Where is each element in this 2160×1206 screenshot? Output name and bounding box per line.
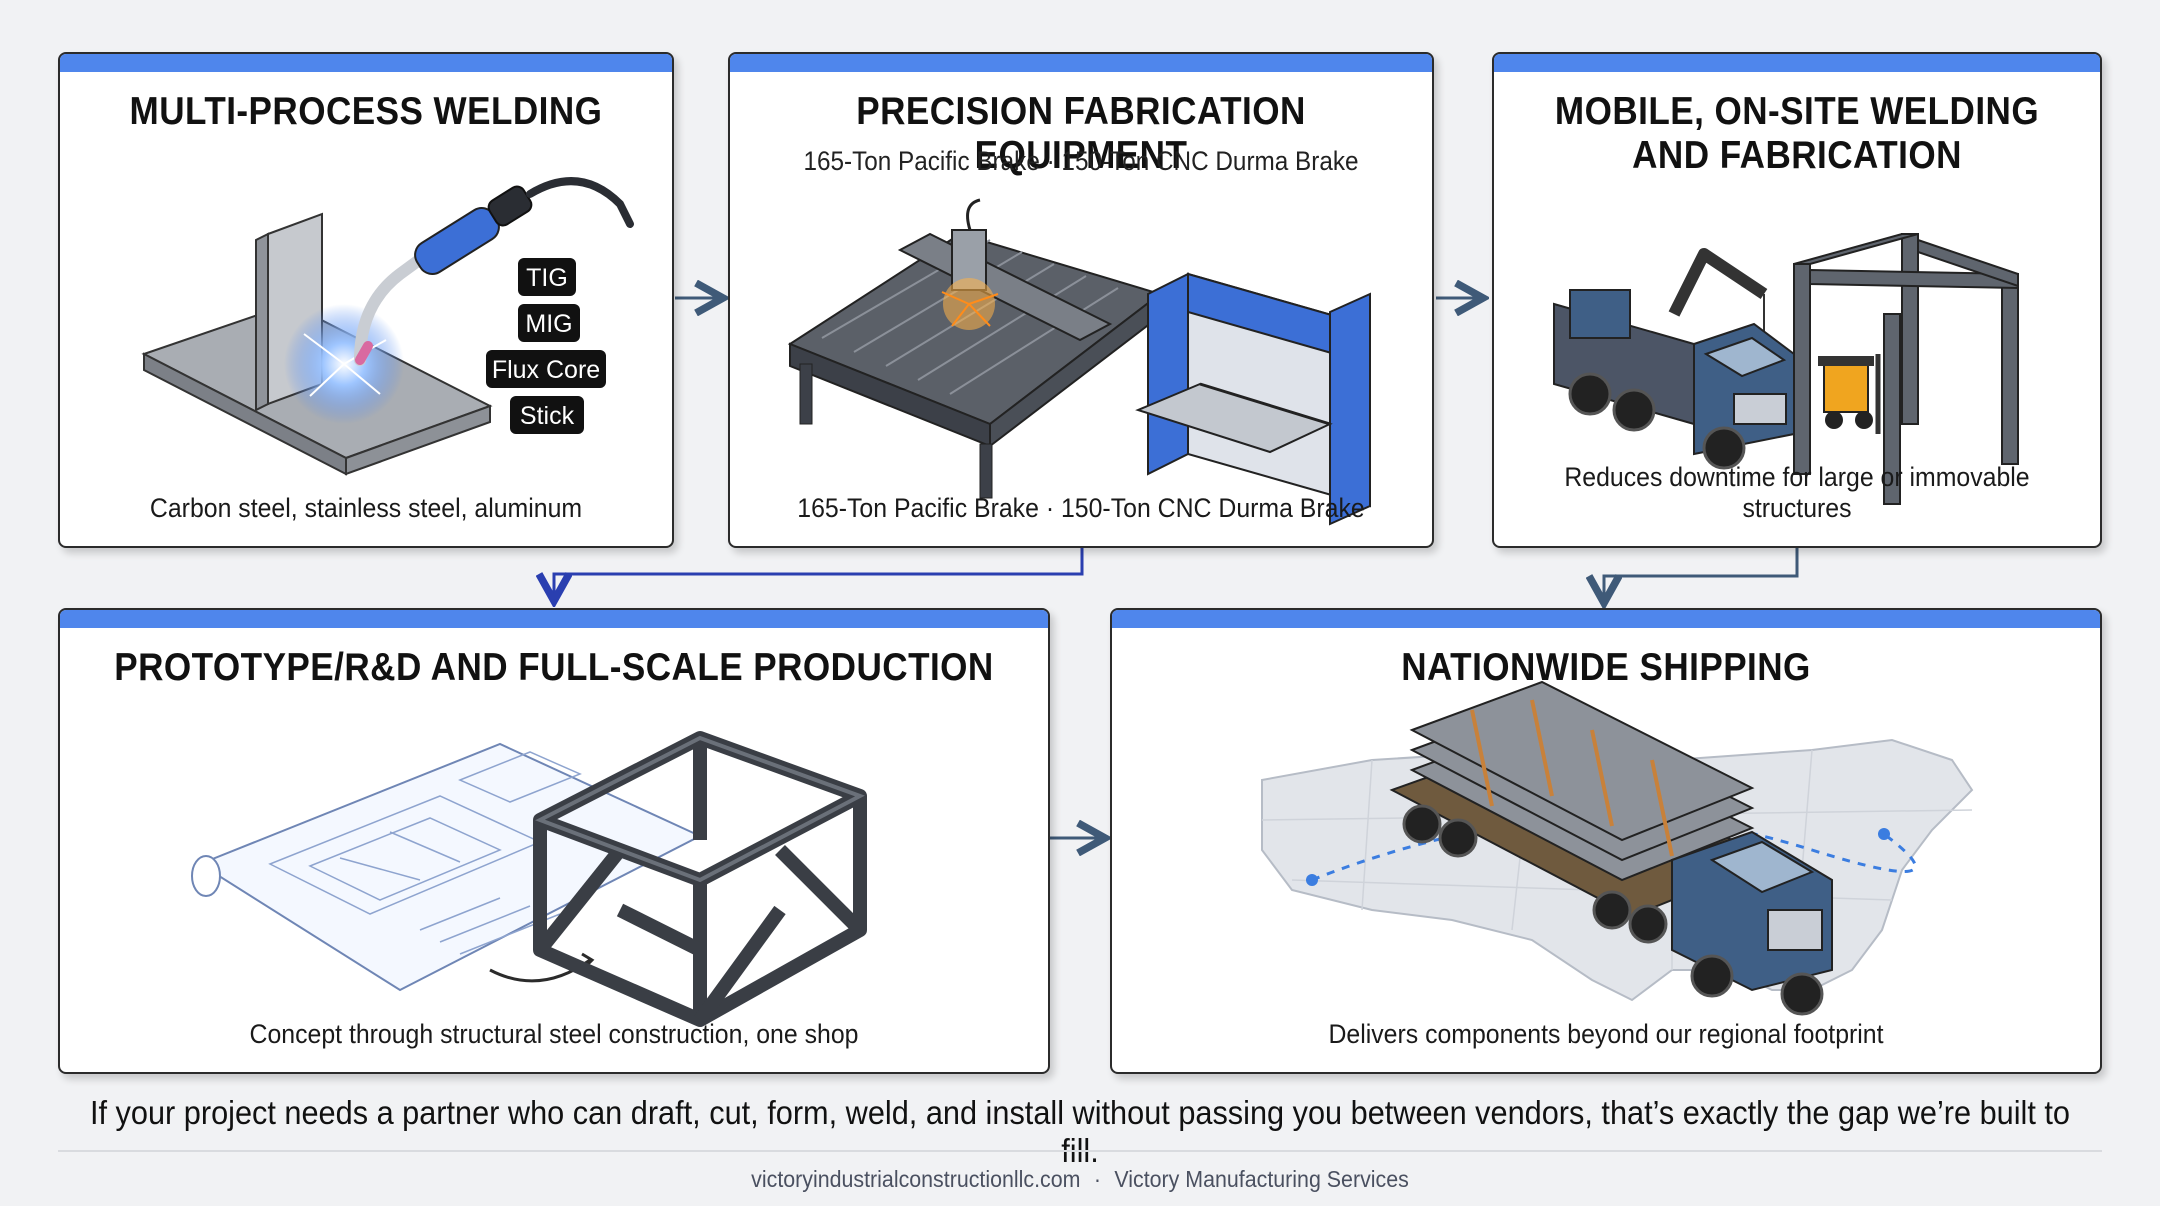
mobile-truck-illustration xyxy=(1553,233,2019,505)
arrow-card3-to-card5 xyxy=(1604,548,1799,600)
card-caption: 165-Ton Pacific Brake · 150-Ton CNC Durm… xyxy=(797,493,1365,523)
card-prototype-production: PROTOTYPE/R&D AND FULL-SCALE PRODUCTION xyxy=(58,608,1050,1074)
card-nationwide-shipping: NATIONWIDE SHIPPING xyxy=(1110,608,2102,1074)
welding-illustration: TIG MIG Flux Core Stick xyxy=(141,177,634,476)
card-accent-bar xyxy=(1112,610,2100,628)
svg-text:MIG: MIG xyxy=(525,310,572,338)
svg-text:Flux Core: Flux Core xyxy=(492,356,600,384)
card-accent-bar xyxy=(60,610,1048,628)
footer-website-link[interactable]: victoryindustrialconstructionllc.com xyxy=(751,1166,1081,1192)
process-tag-tig: TIG xyxy=(518,258,576,296)
card-caption: Reduces downtime for large or immovable … xyxy=(1564,462,2030,523)
card-subtitle: 165-Ton Pacific Brake · 150-Ton CNC Durm… xyxy=(803,146,1359,176)
process-tag-flux-core: Flux Core xyxy=(486,350,606,388)
footer-divider xyxy=(58,1150,2102,1152)
card-caption: Concept through structural steel constru… xyxy=(249,1019,859,1049)
footer-separator: · xyxy=(1093,1166,1101,1192)
blueprint-frame-illustration xyxy=(191,731,867,1027)
card-mobile-onsite-welding: MOBILE, ON-SITE WELDING AND FABRICATION xyxy=(1492,52,2102,548)
card-accent-bar xyxy=(60,54,672,72)
card-title: MULTI-PROCESS WELDING xyxy=(129,90,603,133)
card-accent-bar xyxy=(730,54,1432,72)
arrow-card2-to-card4 xyxy=(554,548,1084,598)
card-title: PRECISION FABRICATION EQUIPMENT xyxy=(856,90,1306,177)
footer-company-name: Victory Manufacturing Services xyxy=(1114,1166,1409,1192)
card-title: MOBILE, ON-SITE WELDING AND FABRICATION xyxy=(1554,90,2040,177)
fabrication-equipment-illustration xyxy=(787,198,1371,526)
card-precision-fabrication-equipment: PRECISION FABRICATION EQUIPMENT 165-Ton … xyxy=(728,52,1434,548)
process-tag-mig: MIG xyxy=(518,304,580,342)
card-title: PROTOTYPE/R&D AND FULL-SCALE PRODUCTION xyxy=(114,646,994,689)
closing-tagline: If your project needs a partner who can … xyxy=(89,1094,2071,1169)
card-accent-bar xyxy=(1494,54,2100,72)
card-multi-process-welding: MULTI-PROCESS WELDING xyxy=(58,52,674,548)
shipping-truck-map-illustration xyxy=(1261,680,1974,1016)
card-caption: Delivers components beyond our regional … xyxy=(1328,1019,1884,1049)
process-tag-stick: Stick xyxy=(510,396,584,434)
footer: victoryindustrialconstructionllc.com · V… xyxy=(76,1166,2085,1193)
svg-text:TIG: TIG xyxy=(526,264,568,292)
card-caption: Carbon steel, stainless steel, aluminum xyxy=(149,493,583,523)
card-title: NATIONWIDE SHIPPING xyxy=(1401,646,1811,689)
svg-text:Stick: Stick xyxy=(520,402,575,430)
